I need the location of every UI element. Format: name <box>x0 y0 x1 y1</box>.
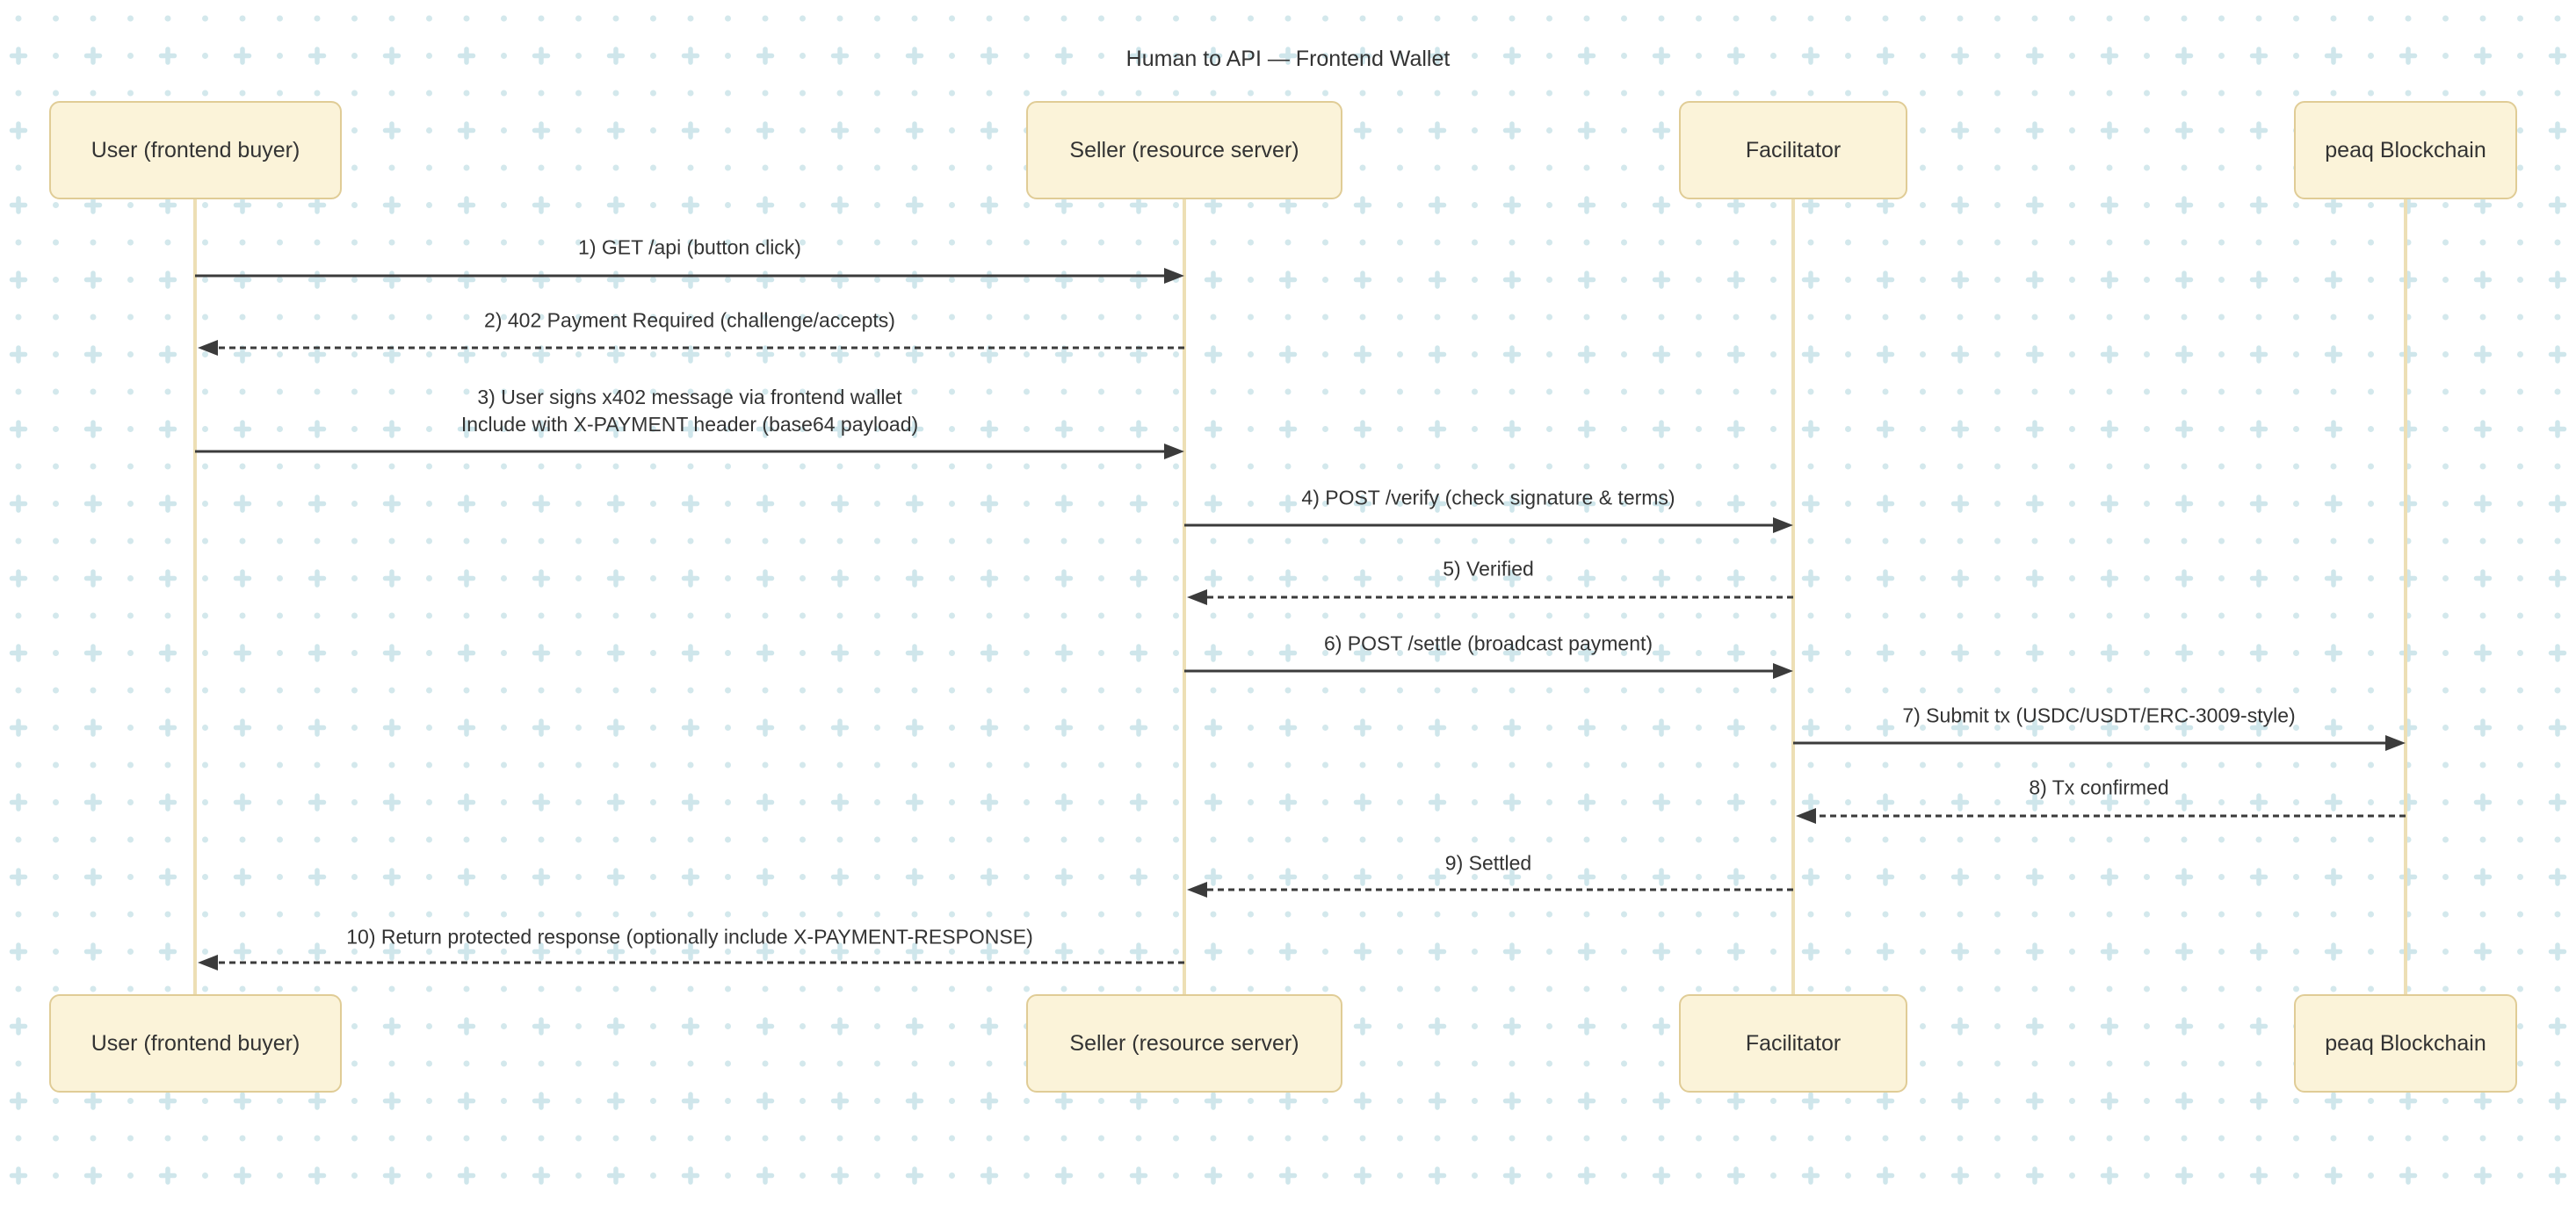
message-10-arrow <box>198 955 1184 970</box>
participant-label: peaq Blockchain <box>2325 1030 2486 1056</box>
participant-label: User (frontend buyer) <box>90 137 300 162</box>
message-text: 8) Tx confirmed <box>2029 776 2169 799</box>
message-text: 3) User signs x402 message via frontend … <box>477 386 902 408</box>
message-9-arrow <box>1187 882 1793 898</box>
message-label-4: 4) POST /verify (check signature & terms… <box>1301 485 1675 512</box>
message-text: 5) Verified <box>1443 557 1534 581</box>
message-label-5: 5) Verified <box>1443 556 1534 583</box>
message-5-arrow <box>1187 589 1793 605</box>
participant-user-bottom: User (frontend buyer) <box>49 994 342 1093</box>
participant-label: User (frontend buyer) <box>90 1030 300 1056</box>
participant-label: peaq Blockchain <box>2325 137 2486 162</box>
message-label-9: 9) Settled <box>1445 850 1531 877</box>
participant-seller-bottom: Seller (resource server) <box>1026 994 1342 1093</box>
message-3-arrow <box>195 444 1184 459</box>
message-2-arrow <box>198 340 1184 356</box>
lifeline-seller <box>1183 198 1186 996</box>
message-text: 10) Return protected response (optionall… <box>346 925 1033 949</box>
message-7-arrow <box>1793 735 2406 751</box>
message-4-arrow <box>1184 517 1793 533</box>
lifeline-user <box>193 198 197 996</box>
message-text: 6) POST /settle (broadcast payment) <box>1323 631 1653 655</box>
participant-seller-top: Seller (resource server) <box>1026 101 1342 199</box>
participant-user-top: User (frontend buyer) <box>49 101 342 199</box>
participant-label: Facilitator <box>1745 1030 1842 1056</box>
message-label-3: 3) User signs x402 message via frontend … <box>461 384 918 438</box>
participant-label: Seller (resource server) <box>1069 137 1299 162</box>
message-label-6: 6) POST /settle (broadcast payment) <box>1324 631 1653 658</box>
participant-label: Facilitator <box>1745 137 1842 162</box>
message-label-2: 2) 402 Payment Required (challenge/accep… <box>484 307 895 335</box>
participant-peaq-top: peaq Blockchain <box>2294 101 2517 199</box>
message-label-10: 10) Return protected response (optionall… <box>346 924 1032 951</box>
message-label-7: 7) Submit tx (USDC/USDT/ERC-3009-style) <box>1902 703 2295 730</box>
message-text: 4) POST /verify (check signature & terms… <box>1301 486 1675 509</box>
message-text: 7) Submit tx (USDC/USDT/ERC-3009-style) <box>1902 704 2296 727</box>
message-6-arrow <box>1184 663 1793 679</box>
message-text: Include with X-PAYMENT header (base64 pa… <box>460 413 919 436</box>
message-text: 2) 402 Payment Required (challenge/accep… <box>484 308 895 332</box>
message-text: 9) Settled <box>1444 851 1532 875</box>
message-label-8: 8) Tx confirmed <box>2029 775 2168 802</box>
diagram-title: Human to API — Frontend Wallet <box>1125 47 1451 71</box>
message-8-arrow <box>1796 808 2406 824</box>
participant-facilitator-bottom: Facilitator <box>1679 994 1907 1093</box>
message-label-1: 1) GET /api (button click) <box>578 235 801 262</box>
participant-peaq-bottom: peaq Blockchain <box>2294 994 2517 1093</box>
message-1-arrow <box>195 268 1184 284</box>
lifeline-peaq <box>2404 198 2407 996</box>
participant-label: Seller (resource server) <box>1069 1030 1299 1056</box>
message-text: 1) GET /api (button click) <box>578 235 801 259</box>
participant-facilitator-top: Facilitator <box>1679 101 1907 199</box>
